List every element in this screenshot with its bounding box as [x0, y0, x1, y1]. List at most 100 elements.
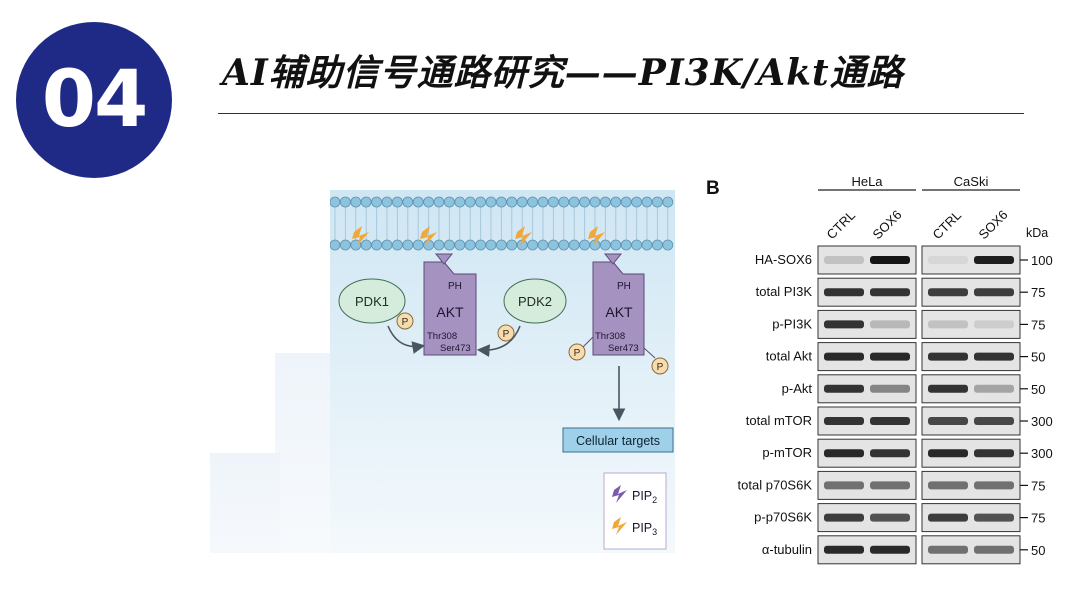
lipid-head-top [485, 196, 497, 208]
blot-row-label: p-p70S6K [754, 510, 812, 525]
lipid-head-bottom [506, 239, 518, 251]
svg-text:P: P [503, 329, 510, 340]
kda-value: 75 [1031, 478, 1045, 493]
blot-band [870, 481, 910, 490]
lipid-head-top [641, 196, 653, 208]
akt-left-ph-label: PH [448, 281, 462, 292]
blot-band [870, 352, 910, 361]
akt-right-node [592, 253, 645, 356]
blot-band [824, 352, 864, 361]
pdk2-to-akt-arrow [476, 325, 521, 358]
lipid-head-bottom [558, 239, 570, 251]
lipid-head-top [506, 196, 518, 208]
lipid-head-bottom [662, 239, 674, 251]
kda-value: 75 [1031, 285, 1045, 300]
lipid-head-top [381, 196, 393, 208]
lipid-head-top [579, 196, 591, 208]
pip3-icon [352, 226, 369, 246]
lipid-head-bottom [444, 239, 455, 251]
kda-value: 75 [1031, 511, 1045, 526]
akt-left-ser473: Ser473 [440, 343, 471, 354]
lane-label-caski-ctrl: CTRL [930, 208, 965, 243]
lipid-head-top [464, 196, 476, 208]
blot-band [870, 256, 910, 264]
lipid-head-bottom [537, 239, 549, 251]
blot-band [824, 545, 864, 554]
pdk2-label: PDK2 [518, 294, 552, 309]
panel-label-b: B [706, 178, 720, 199]
kda-value: 50 [1031, 350, 1045, 365]
blot-band [928, 513, 968, 522]
akt-right-thr308: Thr308 [595, 331, 625, 342]
kda-value: 100 [1031, 253, 1053, 268]
blot-band [928, 417, 968, 425]
blot-band [974, 481, 1014, 490]
blot-band [824, 481, 864, 490]
lipid-head-top [350, 196, 362, 208]
lipid-head-top [610, 196, 622, 208]
blot-band [974, 352, 1014, 361]
pip3-icon [515, 226, 532, 246]
cellular-targets-label: Cellular targets [576, 434, 660, 448]
section-number-badge: 04 [16, 22, 172, 178]
blot-row-label: total mTOR [746, 413, 812, 428]
blot-band [974, 545, 1014, 554]
blot-band [824, 288, 864, 297]
blot-band [928, 352, 968, 361]
lipid-head-top [547, 196, 559, 208]
blot-band [974, 384, 1014, 393]
lipid-head-bottom [651, 239, 663, 251]
blot-band [824, 417, 864, 425]
lipid-head-top [537, 196, 549, 208]
blot-band [974, 417, 1014, 425]
lipid-head-top [527, 196, 539, 208]
lipid-head-bottom [475, 239, 487, 251]
blot-band [928, 545, 968, 554]
lipid-head-top [433, 196, 445, 208]
blot-band [824, 513, 864, 522]
kda-value: 300 [1031, 414, 1053, 429]
blot-row-label: HA-SOX6 [755, 252, 812, 267]
lipid-head-bottom [568, 239, 580, 251]
lipid-head-top [412, 196, 424, 208]
background-fade-block [275, 353, 331, 553]
kda-value: 75 [1031, 317, 1045, 332]
lipid-head-bottom [371, 239, 382, 251]
lipid-head-bottom [402, 239, 414, 251]
kda-unit-label: kDa [1026, 226, 1048, 240]
blot-band [870, 320, 910, 329]
svg-text:P: P [402, 317, 409, 328]
blot-band [824, 320, 864, 329]
blot-band [870, 545, 910, 554]
lipid-head-bottom [464, 239, 476, 251]
lipid-head-top [330, 196, 341, 208]
lipid-head-top [558, 196, 570, 208]
blot-row-label: total Akt [766, 349, 813, 364]
lipid-head-bottom [360, 239, 372, 251]
lipid-head-bottom [547, 239, 559, 251]
blot-band [928, 449, 968, 458]
lane-label-hela-sox6: SOX6 [870, 207, 905, 242]
pdk1-label: PDK1 [355, 294, 389, 309]
blot-band [928, 288, 968, 297]
phospho-badge-pdk1: P [396, 312, 414, 330]
lipid-head-bottom [495, 239, 507, 251]
pip3-icon [420, 226, 437, 246]
lipid-head-top [495, 196, 507, 208]
lipid-head-top [599, 196, 611, 208]
blot-row-label: p-PI3K [772, 316, 812, 331]
lipid-head-top [339, 196, 351, 208]
blot-band [870, 449, 910, 458]
phospho-badge-pdk2: P [497, 324, 515, 342]
lane-label-hela-ctrl: CTRL [824, 208, 859, 243]
lipid-head-bottom [641, 239, 653, 251]
blot-band [870, 384, 910, 393]
blot-band [928, 481, 968, 490]
lipid-head-top [360, 196, 372, 208]
blot-band [928, 384, 968, 393]
lipid-head-bottom [454, 239, 466, 251]
cellular-targets-box [562, 427, 674, 453]
phospho-badge-thr308: P [568, 336, 594, 361]
blot-band [824, 449, 864, 458]
